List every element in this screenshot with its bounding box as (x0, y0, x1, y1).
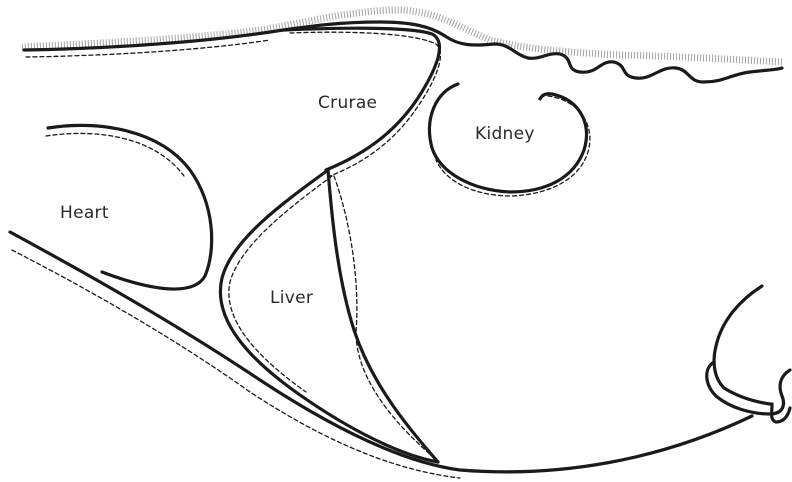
kidney-label: Kidney (475, 124, 535, 144)
hind-limb-outline (707, 286, 790, 422)
liver-outline (220, 170, 438, 462)
heart-label: Heart (60, 203, 109, 223)
dorsal-body-wall (22, 10, 782, 82)
crurae-label: Crurae (318, 93, 377, 113)
liver-label: Liver (270, 288, 313, 308)
